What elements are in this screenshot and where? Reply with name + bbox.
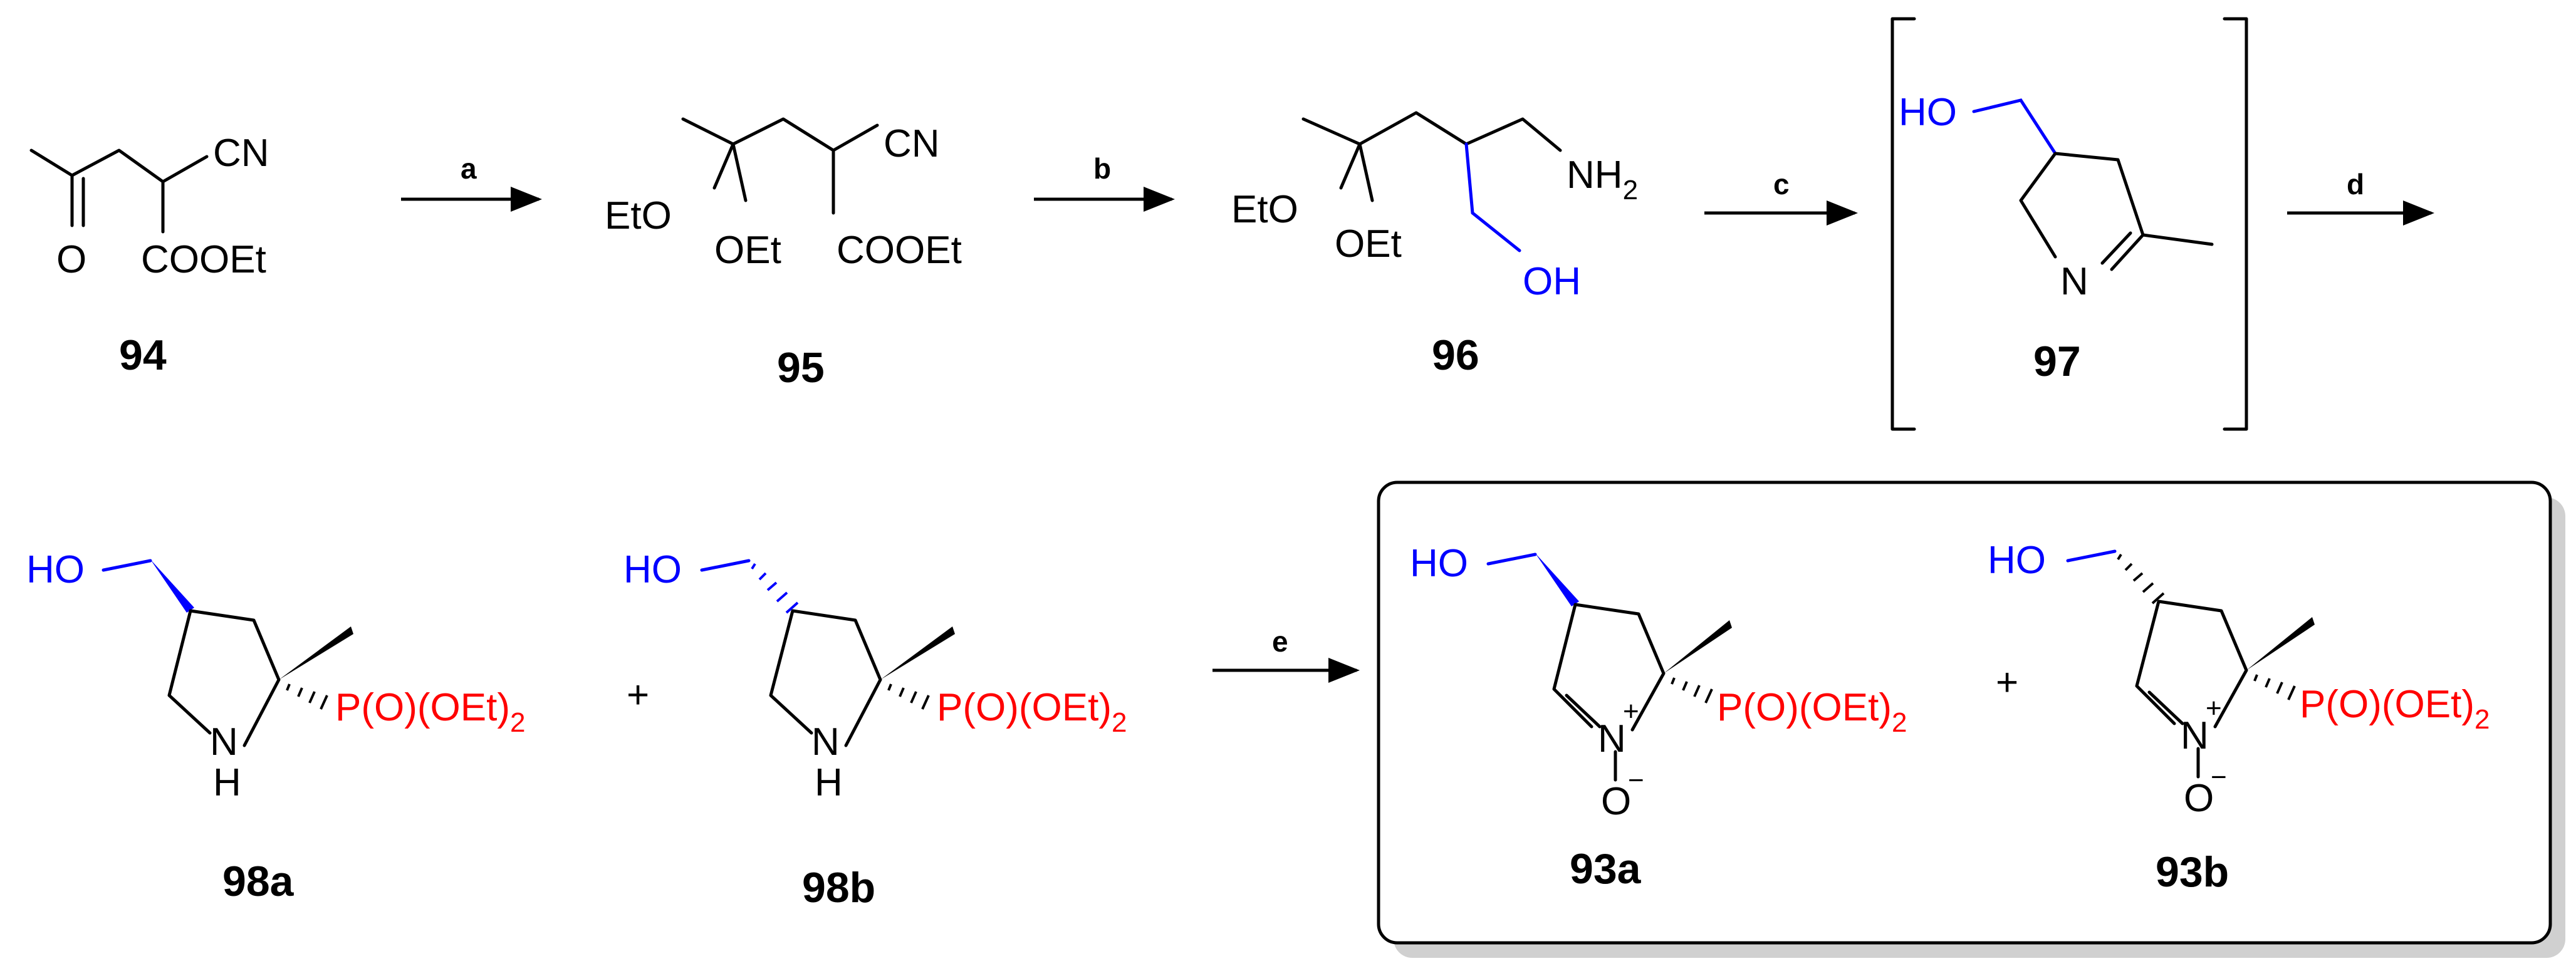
compound-98a-ch2-bond — [102, 559, 152, 572]
compound-95: CN EtO OEt COOEt 95 — [605, 117, 962, 392]
compound-93a-wedge-bond — [1535, 553, 1579, 606]
plus-sign: + — [1996, 661, 2018, 704]
ester-label: COOEt — [837, 229, 962, 272]
eto-label: EtO — [605, 194, 672, 237]
compound-94-number: 94 — [119, 331, 167, 379]
compound-98b: HO N H P(O)(OEt)2 98b — [623, 548, 1127, 911]
compound-98b-hash-bond — [751, 563, 799, 614]
compound-98b-ring — [769, 609, 882, 747]
nitrone-o-label: O — [2184, 777, 2214, 820]
minus-charge: − — [2211, 762, 2227, 792]
step-d-label: d — [2347, 168, 2364, 200]
phosphonate-label: P(O)(OEt)2 — [2300, 683, 2490, 735]
product-box: HO N + O − P(O)(OEt)2 93a + HO N — [1377, 480, 2565, 958]
step-c-label: c — [1773, 168, 1790, 200]
compound-93b-methyl-wedge — [2246, 617, 2315, 670]
eto-label: EtO — [1231, 188, 1298, 231]
compound-95-number: 95 — [777, 344, 825, 392]
compound-98a-methyl-wedge — [279, 626, 353, 680]
arrow-c: c — [1704, 168, 1858, 226]
amine-n-label: N — [811, 720, 840, 764]
minus-charge: − — [1628, 765, 1644, 796]
compound-97: HO N 97 — [1890, 17, 2248, 431]
compound-98a-wedge-bond — [150, 559, 194, 613]
compound-93b: HO N + O − P(O)(OEt)2 93b — [1988, 539, 2490, 896]
nitrone-o-label: O — [1601, 780, 1631, 823]
oh-label: OH — [1523, 260, 1581, 303]
plus-charge: + — [1623, 696, 1639, 727]
step-e-label: e — [1272, 625, 1288, 658]
compound-96-bonds — [1301, 111, 1562, 202]
nitrone-n-label: N — [2181, 714, 2209, 757]
compound-96: NH2 EtO OEt OH 96 — [1231, 111, 1638, 379]
compound-98b-ch2-bond — [700, 559, 751, 572]
compound-93a-hash-bond — [1671, 677, 1713, 704]
compound-98b-number: 98b — [802, 864, 875, 911]
phosphonate-label: P(O)(OEt)2 — [1717, 686, 1907, 738]
imine-n-label: N — [2060, 260, 2088, 303]
compound-98a: HO N H P(O)(OEt)2 98a — [26, 548, 525, 905]
nitrone-n-label: N — [1598, 717, 1626, 761]
ho-label: HO — [623, 548, 682, 591]
left-bracket — [1890, 17, 1916, 431]
cn-label: CN — [213, 132, 269, 175]
ester-label: COOEt — [141, 238, 266, 281]
right-bracket — [2223, 17, 2248, 431]
plus-sign: + — [627, 673, 649, 717]
arrow-b: b — [1034, 152, 1175, 212]
compound-98a-ring — [167, 609, 281, 747]
compound-93a-number: 93a — [1570, 845, 1642, 893]
ho-label: HO — [1410, 542, 1468, 585]
compound-98b-methyl-wedge — [880, 626, 955, 680]
compound-93a-ch2-bond — [1486, 553, 1537, 566]
plus-charge: + — [2206, 693, 2222, 724]
amine-n-label: N — [210, 720, 238, 764]
compound-96-number: 96 — [1432, 331, 1479, 379]
ho-label: HO — [1899, 91, 1957, 134]
ho-label: HO — [1988, 539, 2046, 582]
ketone-o-label: O — [56, 238, 86, 281]
compound-93b-ring — [2135, 600, 2248, 779]
amine-h-label: H — [815, 761, 843, 804]
arrow-d: d — [2287, 168, 2434, 226]
product-box-frame — [1377, 480, 2552, 945]
compound-96-hydroxymethyl-bond — [1464, 142, 1521, 252]
ho-label: HO — [26, 548, 85, 591]
amine-h-label: H — [213, 761, 241, 804]
compound-98a-number: 98a — [222, 858, 295, 905]
step-a-label: a — [461, 152, 477, 185]
oet-label: OEt — [714, 229, 781, 272]
phosphonate-label: P(O)(OEt)2 — [937, 686, 1127, 738]
compound-93a-methyl-wedge — [1664, 620, 1732, 673]
compound-94-bonds — [29, 148, 209, 234]
compound-98a-hash-bond — [286, 683, 328, 710]
phosphonate-label: P(O)(OEt)2 — [335, 686, 525, 738]
step-b-label: b — [1093, 152, 1111, 185]
arrow-e: e — [1212, 625, 1360, 683]
compound-93b-phosphonate-hash-bond — [2253, 674, 2296, 700]
compound-98b-phosphonate-hash-bond — [887, 683, 930, 710]
compound-93b-number: 93b — [2156, 848, 2229, 896]
compound-93a: HO N + O − P(O)(OEt)2 93a — [1410, 542, 1907, 893]
compound-93b-hash-bond — [2117, 553, 2165, 605]
arrow-a: a — [401, 152, 542, 212]
nh2-label: NH2 — [1567, 153, 1638, 205]
compound-94: CN O COOEt 94 — [29, 132, 269, 379]
compound-93a-ring — [1552, 603, 1666, 782]
compound-93b-ch2-bond — [2066, 549, 2117, 563]
compound-97-ring — [2019, 152, 2214, 271]
compound-95-bonds — [681, 117, 879, 215]
cn-label: CN — [884, 122, 940, 165]
compound-97-hydroxymethyl-bond — [1972, 98, 2057, 155]
compound-97-number: 97 — [2033, 338, 2081, 385]
oet-label: OEt — [1335, 222, 1402, 266]
